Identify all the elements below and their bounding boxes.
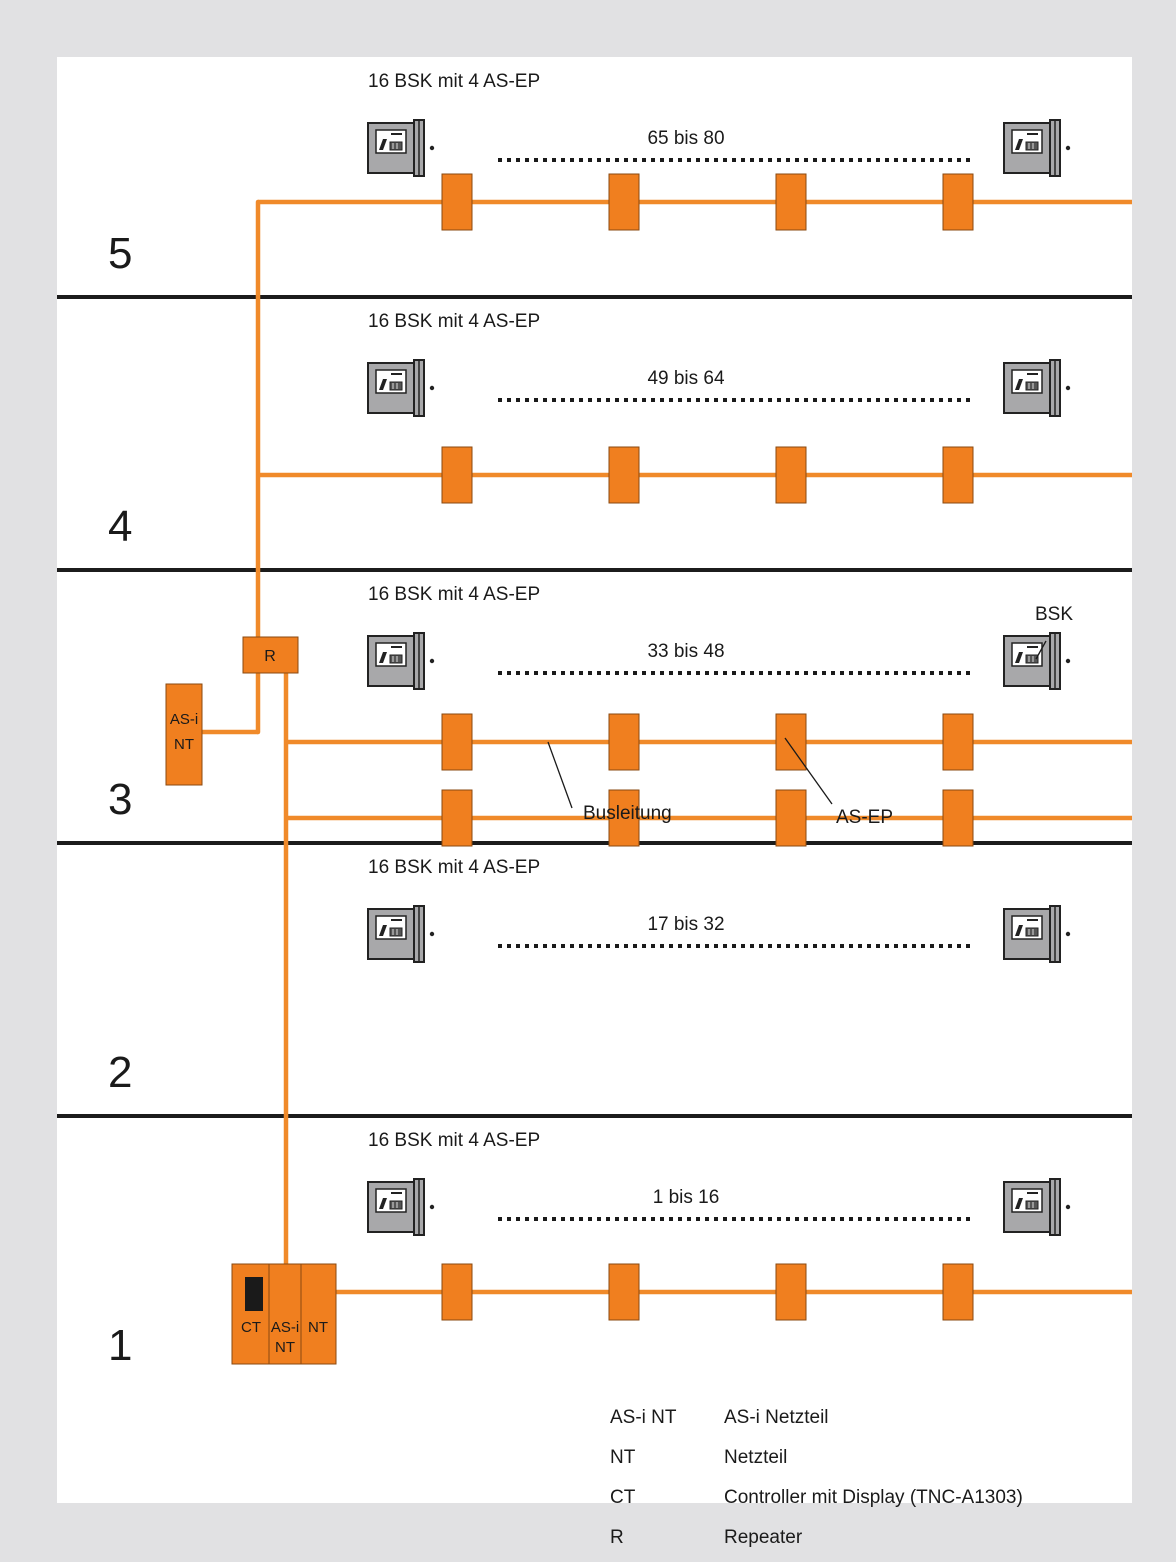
as-ep-module [441,789,473,847]
asi-nt-main-line2: NT [275,1339,295,1356]
bsk-group-label: 16 BSK mit 4 AS-EP [368,857,540,878]
as-ep-module [942,1263,974,1321]
legend-abbr: NT [610,1447,636,1468]
as-ep-module [608,173,640,231]
legend: AS-i NT AS-i Netzteil NT Netzteil CT Con… [610,1407,1023,1548]
bsk-damper-icon [1003,359,1072,417]
legend-abbr: AS-i NT [610,1407,677,1428]
as-ep-module [441,446,473,504]
as-ep-module [775,446,807,504]
bsk-callout-label: BSK [1035,604,1073,625]
legend-desc: Controller mit Display (TNC-A1303) [724,1487,1023,1508]
asi-nt-module [268,1263,302,1365]
bsk-group-label: 16 BSK mit 4 AS-EP [368,1130,540,1151]
repeater-label: R [264,648,276,665]
floor-number: 3 [108,775,132,824]
bsk-group-label: 16 BSK mit 4 AS-EP [368,584,540,605]
main-cabinet: CT AS-i NT NT [231,1263,337,1365]
as-ep-module [608,446,640,504]
bsk-damper-icon [367,632,436,690]
as-ep-callout-label: AS-EP [836,807,893,828]
bsk-damper-icon [1003,905,1072,963]
busleitung-callout-label: Busleitung [583,803,672,824]
floor-4: 4 16 BSK mit 4 AS-EP 49 bis 64 [108,311,1072,551]
repeater-device: R [242,636,299,674]
as-ep-module [441,173,473,231]
as-ep-module [942,446,974,504]
as-ep-module [608,789,640,847]
asi-power-supply-floor3: AS-i NT [165,683,203,786]
floor-1: 1 16 BSK mit 4 AS-EP 1 bis 16 [108,1130,1072,1370]
as-ep-module [942,713,974,771]
asi-nt-floor3-line1: AS-i [170,711,198,728]
floor-number: 1 [108,1321,132,1370]
bsk-damper-icon [1003,632,1072,690]
asi-nt-floor3-line2: NT [174,736,194,753]
floor-number: 5 [108,229,132,278]
bsk-damper-icon [367,359,436,417]
controller-display [245,1277,263,1311]
bsk-group-label: 16 BSK mit 4 AS-EP [368,311,540,332]
bsk-range-label: 49 bis 64 [647,368,725,389]
as-ep-module [441,713,473,771]
floor-2: 2 16 BSK mit 4 AS-EP 17 bis 32 [108,789,1072,1097]
floor-number: 4 [108,502,132,551]
as-ep-module [775,789,807,847]
legend-abbr: CT [610,1487,636,1508]
as-ep-module [942,789,974,847]
bsk-range-label: 1 bis 16 [653,1187,720,1208]
asi-nt-main-line1: AS-i [271,1319,299,1336]
ct-label: CT [241,1319,261,1336]
callout-leaders [547,640,1047,809]
floor-5: 5 16 BSK mit 4 AS-EP 65 bis 80 [108,71,1072,278]
bsk-damper-icon [1003,119,1072,177]
bsk-damper-icon [367,905,436,963]
bsk-damper-icon [1003,1178,1072,1236]
legend-abbr: R [610,1527,624,1548]
as-ep-module [608,1263,640,1321]
legend-desc: Repeater [724,1527,803,1548]
nt-label: NT [308,1319,328,1336]
as-ep-module [775,173,807,231]
bsk-damper-icon [367,1178,436,1236]
bsk-group-label: 16 BSK mit 4 AS-EP [368,71,540,92]
as-ep-module [775,1263,807,1321]
legend-desc: Netzteil [724,1447,787,1468]
as-ep-module [608,713,640,771]
bsk-range-label: 17 bis 32 [647,914,724,935]
floor-number: 2 [108,1048,132,1097]
as-ep-module [942,173,974,231]
legend-desc: AS-i Netzteil [724,1407,829,1428]
bsk-range-label: 65 bis 80 [647,128,724,149]
floor-3: 3 16 BSK mit 4 AS-EP 33 bis 48 [108,584,1072,824]
as-ep-module [441,1263,473,1321]
nt-module [300,1263,337,1365]
bsk-range-label: 33 bis 48 [647,641,724,662]
bsk-damper-icon [367,119,436,177]
